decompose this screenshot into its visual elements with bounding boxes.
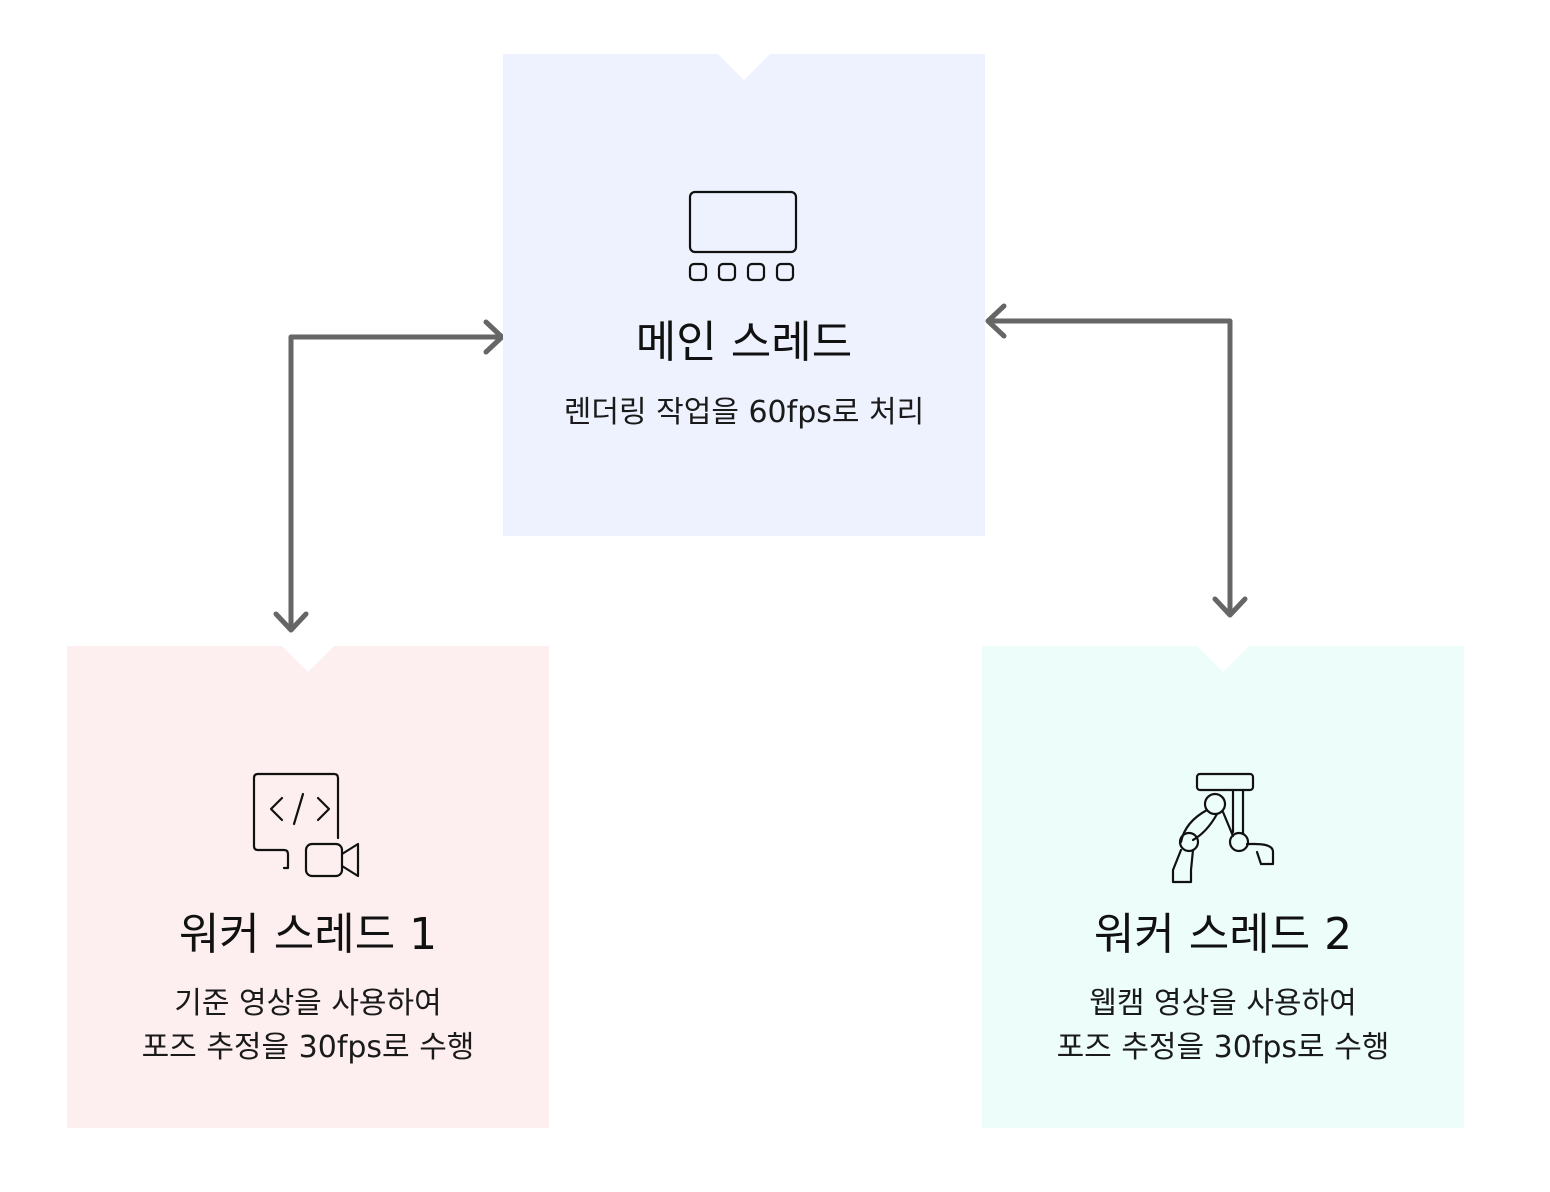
card-notch [1197,646,1249,672]
worker-thread-2-desc: 웹캠 영상을 사용하여 포즈 추정을 30fps로 수행 [982,982,1464,1070]
worker-thread-1-card: 워커 스레드 1 기준 영상을 사용하여 포즈 추정을 30fps로 수행 [67,646,549,1128]
card-notch [718,54,770,80]
worker-thread-1-desc: 기준 영상을 사용하여 포즈 추정을 30fps로 수행 [67,982,549,1070]
arrowhead-to-main-left [483,319,505,355]
arrowhead-to-worker2 [1212,596,1248,618]
desc-line-2: 포즈 추정을 30fps로 수행 [1056,1030,1390,1065]
desc-line-1: 기준 영상을 사용하여 [174,986,442,1021]
card-notch [282,646,334,672]
worker-thread-1-title: 워커 스레드 1 [178,909,438,960]
code-video-icon [252,772,360,878]
running-pose-icon [1171,772,1275,884]
arrowhead-to-main-right [985,303,1007,339]
worker-thread-2-card: 워커 스레드 2 웹캠 영상을 사용하여 포즈 추정을 30fps로 수행 [982,646,1464,1128]
film-strip-icon [688,190,798,282]
arrowhead-to-worker1 [273,611,309,633]
desc-line-2: 포즈 추정을 30fps로 수행 [141,1030,475,1065]
connector-main-worker1 [288,334,503,631]
worker-thread-2-title: 워커 스레드 2 [1093,909,1353,960]
desc-line-1: 웹캠 영상을 사용하여 [1089,986,1357,1021]
main-thread-desc: 렌더링 작업을 60fps로 처리 [563,395,925,430]
main-thread-title: 메인 스레드 [635,317,853,368]
connector-main-worker2 [987,318,1233,616]
main-thread-card: 메인 스레드 렌더링 작업을 60fps로 처리 [503,54,985,536]
